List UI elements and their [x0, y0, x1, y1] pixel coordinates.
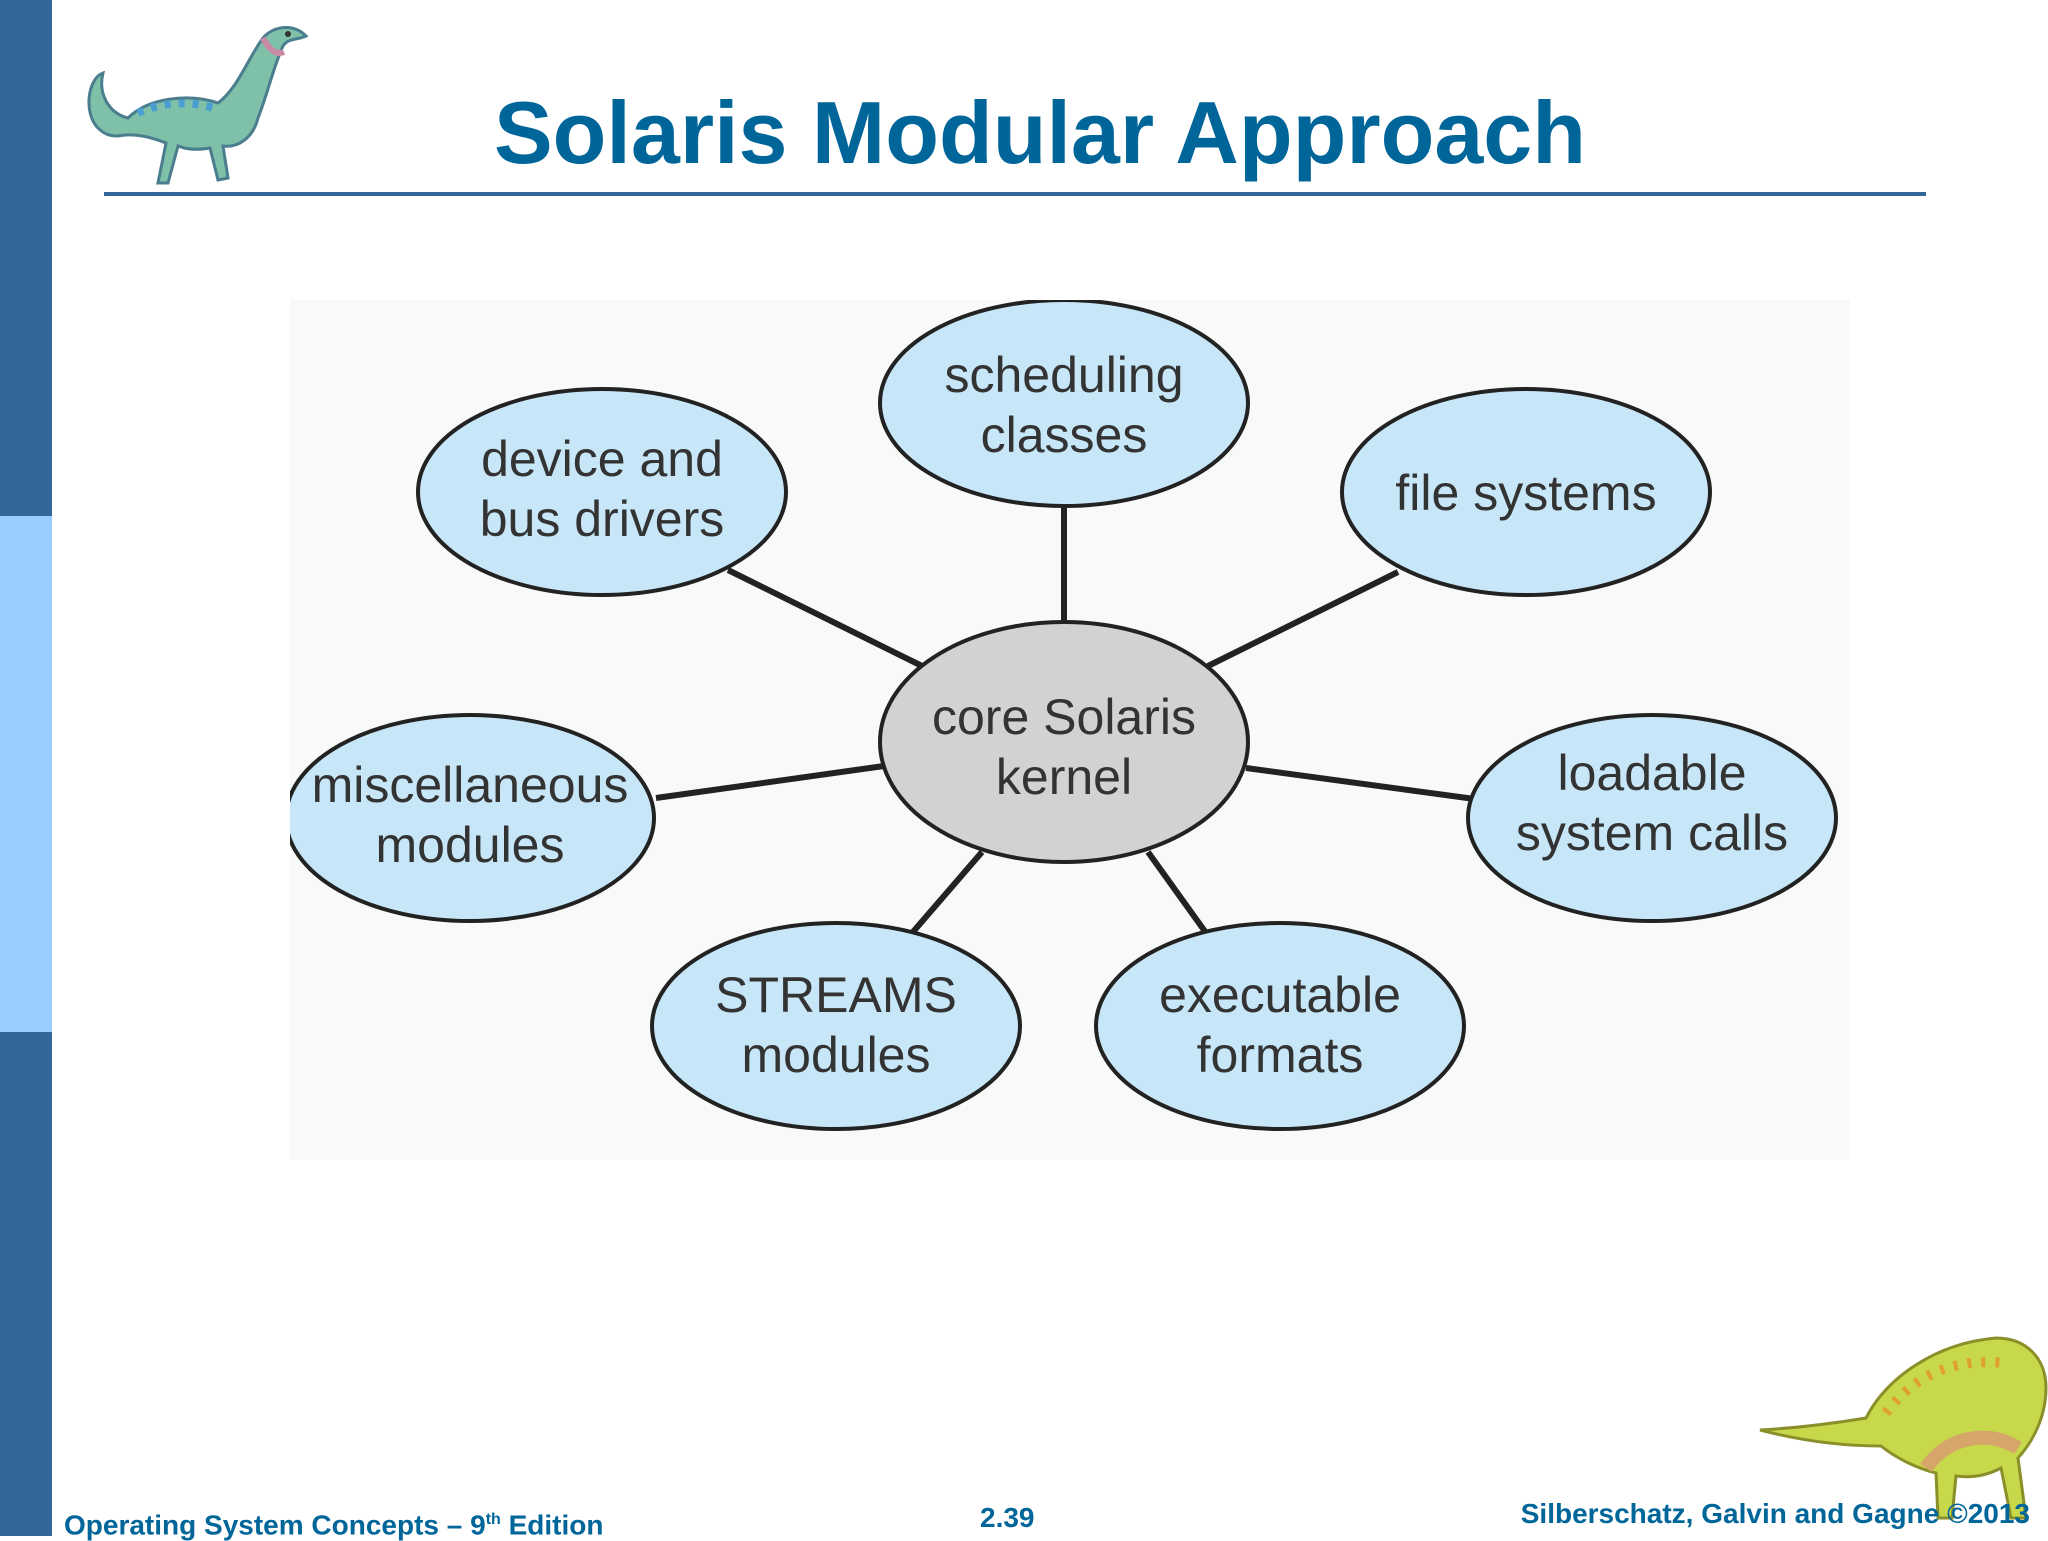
connector-miscellaneous-modules	[656, 766, 884, 798]
module-label-line: modules	[742, 1027, 931, 1083]
module-streams-modules: STREAMS modules	[652, 923, 1020, 1129]
module-label-line: miscellaneous	[312, 757, 629, 813]
module-device-bus-drivers: device and bus drivers	[418, 389, 786, 595]
core-solaris-kernel-node: core Solaris kernel	[880, 622, 1248, 862]
module-label-line: device and	[481, 431, 723, 487]
dinosaur-icon	[1756, 1318, 2048, 1526]
module-label-line: system calls	[1516, 805, 1788, 861]
module-label-line: modules	[376, 817, 565, 873]
module-loadable-system-calls: loadable system calls	[1468, 715, 1836, 921]
module-scheduling-classes: scheduling classes	[880, 300, 1248, 506]
page-number: 2.39	[980, 1502, 1035, 1534]
module-label-line: loadable	[1557, 745, 1746, 801]
connector-streams-modules	[906, 852, 982, 940]
module-label-line: scheduling	[944, 347, 1183, 403]
connector-file-systems	[1208, 572, 1398, 666]
core-label-line: core Solaris	[932, 689, 1196, 745]
module-label-line: file systems	[1395, 465, 1656, 521]
title-divider	[104, 192, 1926, 196]
sidebar-segment-bottom	[0, 1032, 52, 1536]
module-label-line: classes	[981, 407, 1148, 463]
diagram-canvas: scheduling classes device and bus driver…	[290, 300, 1850, 1160]
sidebar-segment-middle	[0, 516, 52, 1032]
sidebar-segment-top	[0, 0, 52, 516]
core-label-line: kernel	[996, 749, 1132, 805]
module-label-line: formats	[1197, 1027, 1364, 1083]
footer-book-superscript: th	[486, 1511, 501, 1528]
footer-copyright: Silberschatz, Galvin and Gagne ©2013	[1510, 1498, 2030, 1530]
connector-device-bus-drivers	[728, 570, 922, 666]
module-miscellaneous-modules: miscellaneous modules	[290, 715, 654, 921]
module-label-line: bus drivers	[480, 491, 725, 547]
solaris-module-diagram: scheduling classes device and bus driver…	[290, 300, 1850, 1160]
slide-title: Solaris Modular Approach	[420, 78, 1660, 188]
slide-sidebar	[0, 0, 52, 1536]
connector-loadable-system-calls	[1246, 768, 1482, 800]
module-label-line: executable	[1159, 967, 1401, 1023]
module-file-systems: file systems	[1342, 389, 1710, 595]
dinosaur-icon	[78, 18, 318, 190]
module-label-line: STREAMS	[715, 967, 957, 1023]
module-executable-formats: executable formats	[1096, 923, 1464, 1129]
footer-book-title: Operating System Concepts – 9th Edition	[64, 1504, 603, 1541]
